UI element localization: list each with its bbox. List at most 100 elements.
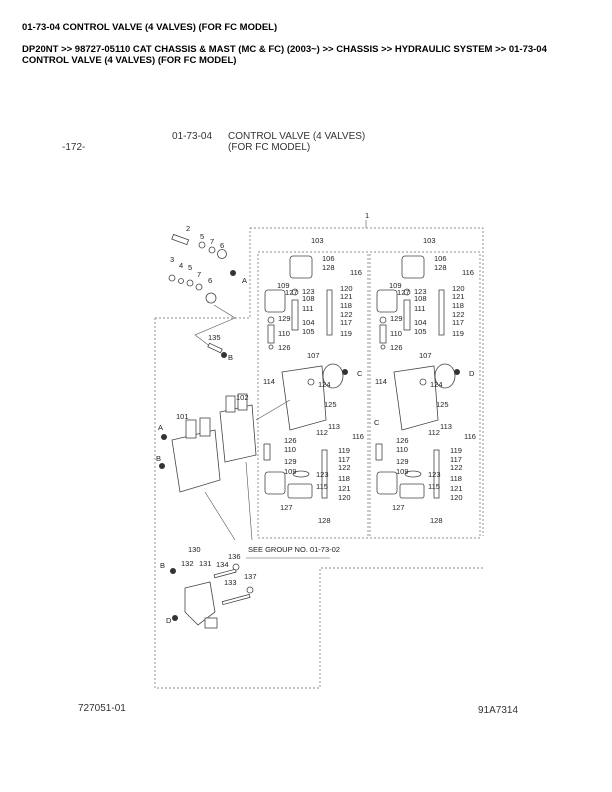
part-label: 5 bbox=[200, 232, 204, 241]
part-label: 4 bbox=[179, 261, 183, 270]
group-title-line2: (FOR FC MODEL) bbox=[228, 142, 310, 153]
part-label: 124 bbox=[318, 380, 331, 389]
part-label: 117 bbox=[338, 455, 350, 464]
part-label: 108 bbox=[414, 294, 427, 303]
breadcrumb: DP20NT >> 98727-05110 CAT CHASSIS & MAST… bbox=[22, 44, 547, 66]
part-label: 103 bbox=[423, 236, 436, 245]
part-label: 117 bbox=[452, 318, 464, 327]
part-label: 126 bbox=[396, 436, 409, 445]
part-label: 105 bbox=[414, 327, 427, 336]
part-label: 3 bbox=[170, 255, 174, 264]
part-label: 127 bbox=[285, 288, 298, 297]
part-label: 123 bbox=[414, 287, 427, 296]
part-label: 103 bbox=[311, 236, 324, 245]
assembly-frames bbox=[154, 220, 484, 689]
part-label: 126 bbox=[284, 436, 297, 445]
page-title: 01-73-04 CONTROL VALVE (4 VALVES) (FOR F… bbox=[22, 22, 278, 33]
solenoid-valve-column-1 bbox=[263, 255, 348, 499]
part-label: 118 bbox=[452, 301, 464, 310]
part-label: 116 bbox=[350, 268, 362, 277]
solenoid-valve-column-2 bbox=[375, 255, 460, 499]
part-label: 114 bbox=[263, 377, 275, 386]
part-label: 116 bbox=[464, 432, 476, 441]
part-label: 121 bbox=[450, 484, 463, 493]
part-label: 128 bbox=[322, 263, 335, 272]
part-label: 128 bbox=[430, 516, 443, 525]
part-label: 120 bbox=[340, 284, 353, 293]
part-label: 115 bbox=[428, 482, 440, 491]
part-label: C bbox=[374, 418, 380, 427]
part-label: B bbox=[160, 561, 165, 570]
part-label: 123 bbox=[316, 470, 329, 479]
part-label: 120 bbox=[338, 493, 351, 502]
part-label: 116 bbox=[462, 268, 474, 277]
part-label: 5 bbox=[188, 263, 192, 272]
part-label: 112 bbox=[428, 428, 440, 437]
part-label: 121 bbox=[340, 292, 353, 301]
part-label: 119 bbox=[338, 446, 350, 455]
part-label: 117 bbox=[340, 318, 352, 327]
part-label: 6 bbox=[220, 241, 224, 250]
part-label: 115 bbox=[316, 482, 328, 491]
part-label: 128 bbox=[318, 516, 331, 525]
part-label: 118 bbox=[450, 474, 462, 483]
part-label: 121 bbox=[452, 292, 465, 301]
part-label: 109 bbox=[396, 467, 409, 476]
part-label: 129 bbox=[390, 314, 403, 323]
part-label: 118 bbox=[338, 474, 350, 483]
part-label: 110 bbox=[396, 445, 408, 454]
part-label: 102 bbox=[236, 393, 249, 402]
part-label: 121 bbox=[338, 484, 351, 493]
part-label: 119 bbox=[452, 329, 464, 338]
part-label: 110 bbox=[284, 445, 296, 454]
page-number: -172- bbox=[62, 142, 85, 153]
part-label: 7 bbox=[210, 237, 214, 246]
part-label: 106 bbox=[322, 254, 335, 263]
part-label: 122 bbox=[450, 463, 463, 472]
part-label: 123 bbox=[428, 470, 441, 479]
part-label: 129 bbox=[396, 457, 409, 466]
part-label: 117 bbox=[450, 455, 462, 464]
part-label: 111 bbox=[414, 304, 425, 313]
part-label: 133 bbox=[224, 578, 237, 587]
group-number: 01-73-04 bbox=[172, 131, 212, 142]
part-label: 116 bbox=[352, 432, 364, 441]
part-label: 109 bbox=[277, 281, 290, 290]
part-label: 113 bbox=[440, 422, 452, 431]
part-label: A bbox=[242, 276, 247, 285]
part-label: 114 bbox=[375, 377, 387, 386]
part-label: 122 bbox=[338, 463, 351, 472]
reference-number: 91A7314 bbox=[478, 705, 518, 716]
cover-assembly bbox=[170, 563, 254, 629]
part-label: D bbox=[469, 369, 475, 378]
part-label: 123 bbox=[302, 287, 315, 296]
part-label: 127 bbox=[392, 503, 405, 512]
part-label: 124 bbox=[430, 380, 443, 389]
part-label: 129 bbox=[284, 457, 297, 466]
part-label: 132 bbox=[181, 559, 194, 568]
part-label: 104 bbox=[414, 318, 427, 327]
part-label: 122 bbox=[340, 310, 353, 319]
part-label: 127 bbox=[397, 288, 410, 297]
drawing-number: 727051-01 bbox=[78, 703, 126, 714]
bolt-and-washers bbox=[168, 233, 236, 358]
part-label: 127 bbox=[280, 503, 293, 512]
part-label: 109 bbox=[389, 281, 402, 290]
part-label: 110 bbox=[390, 329, 402, 338]
part-label: 107 bbox=[307, 351, 320, 360]
part-label: 104 bbox=[302, 318, 315, 327]
part-label: 106 bbox=[434, 254, 447, 263]
part-label: 130 bbox=[188, 545, 201, 554]
see-group-note: SEE GROUP NO. 01-73-02 bbox=[248, 545, 340, 554]
part-label: 1 bbox=[365, 211, 369, 220]
part-label: 120 bbox=[450, 493, 463, 502]
part-label: C bbox=[357, 369, 363, 378]
part-label: 109 bbox=[284, 467, 297, 476]
part-label: 110 bbox=[278, 329, 290, 338]
part-label: 119 bbox=[450, 446, 462, 455]
part-label: 131 bbox=[199, 559, 212, 568]
part-label: 2 bbox=[186, 224, 190, 233]
part-label: B bbox=[228, 353, 233, 362]
